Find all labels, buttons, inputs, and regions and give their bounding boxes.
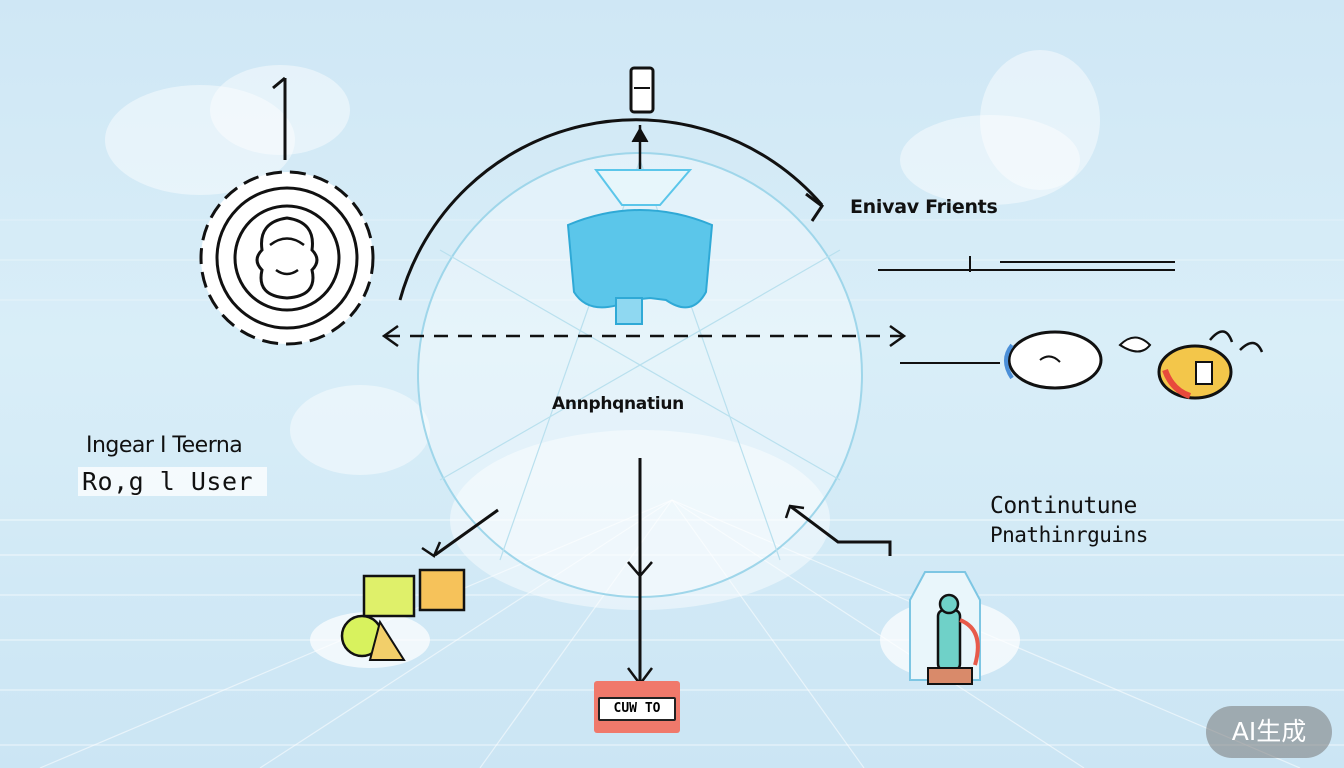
bottle-figure-icon bbox=[784, 504, 1020, 685]
watermark-badge: AI生成 bbox=[1206, 706, 1332, 758]
bottom-box: CUW TO bbox=[594, 681, 680, 733]
label-left-line2: Ro,g l User bbox=[78, 467, 268, 496]
phone-icon bbox=[629, 66, 655, 114]
cloud-face-icon bbox=[1004, 330, 1152, 390]
bottom-box-label: CUW TO bbox=[598, 697, 676, 721]
user-face-icon bbox=[199, 170, 375, 346]
label-center: Annphqnatiun bbox=[552, 394, 684, 414]
label-left-line1: Ingear I Teerna bbox=[86, 433, 243, 458]
label-right-line1: Continutune bbox=[990, 493, 1137, 519]
colorful-badge-icon bbox=[1157, 330, 1264, 400]
right-connectors bbox=[878, 256, 1175, 364]
top-arrowhead bbox=[631, 126, 649, 143]
arc-arrowhead bbox=[805, 192, 825, 222]
right-arrowhead bbox=[889, 324, 907, 348]
left-arrowhead bbox=[381, 324, 399, 348]
stacked-blocks-icon bbox=[310, 508, 499, 668]
top-arc bbox=[398, 118, 824, 301]
funnel-cup-icon bbox=[566, 169, 714, 325]
label-right-line2: Pnathinrguins bbox=[990, 523, 1148, 547]
mid-arrowhead bbox=[627, 561, 653, 578]
label-top-right: Enivav Frients bbox=[850, 196, 998, 218]
